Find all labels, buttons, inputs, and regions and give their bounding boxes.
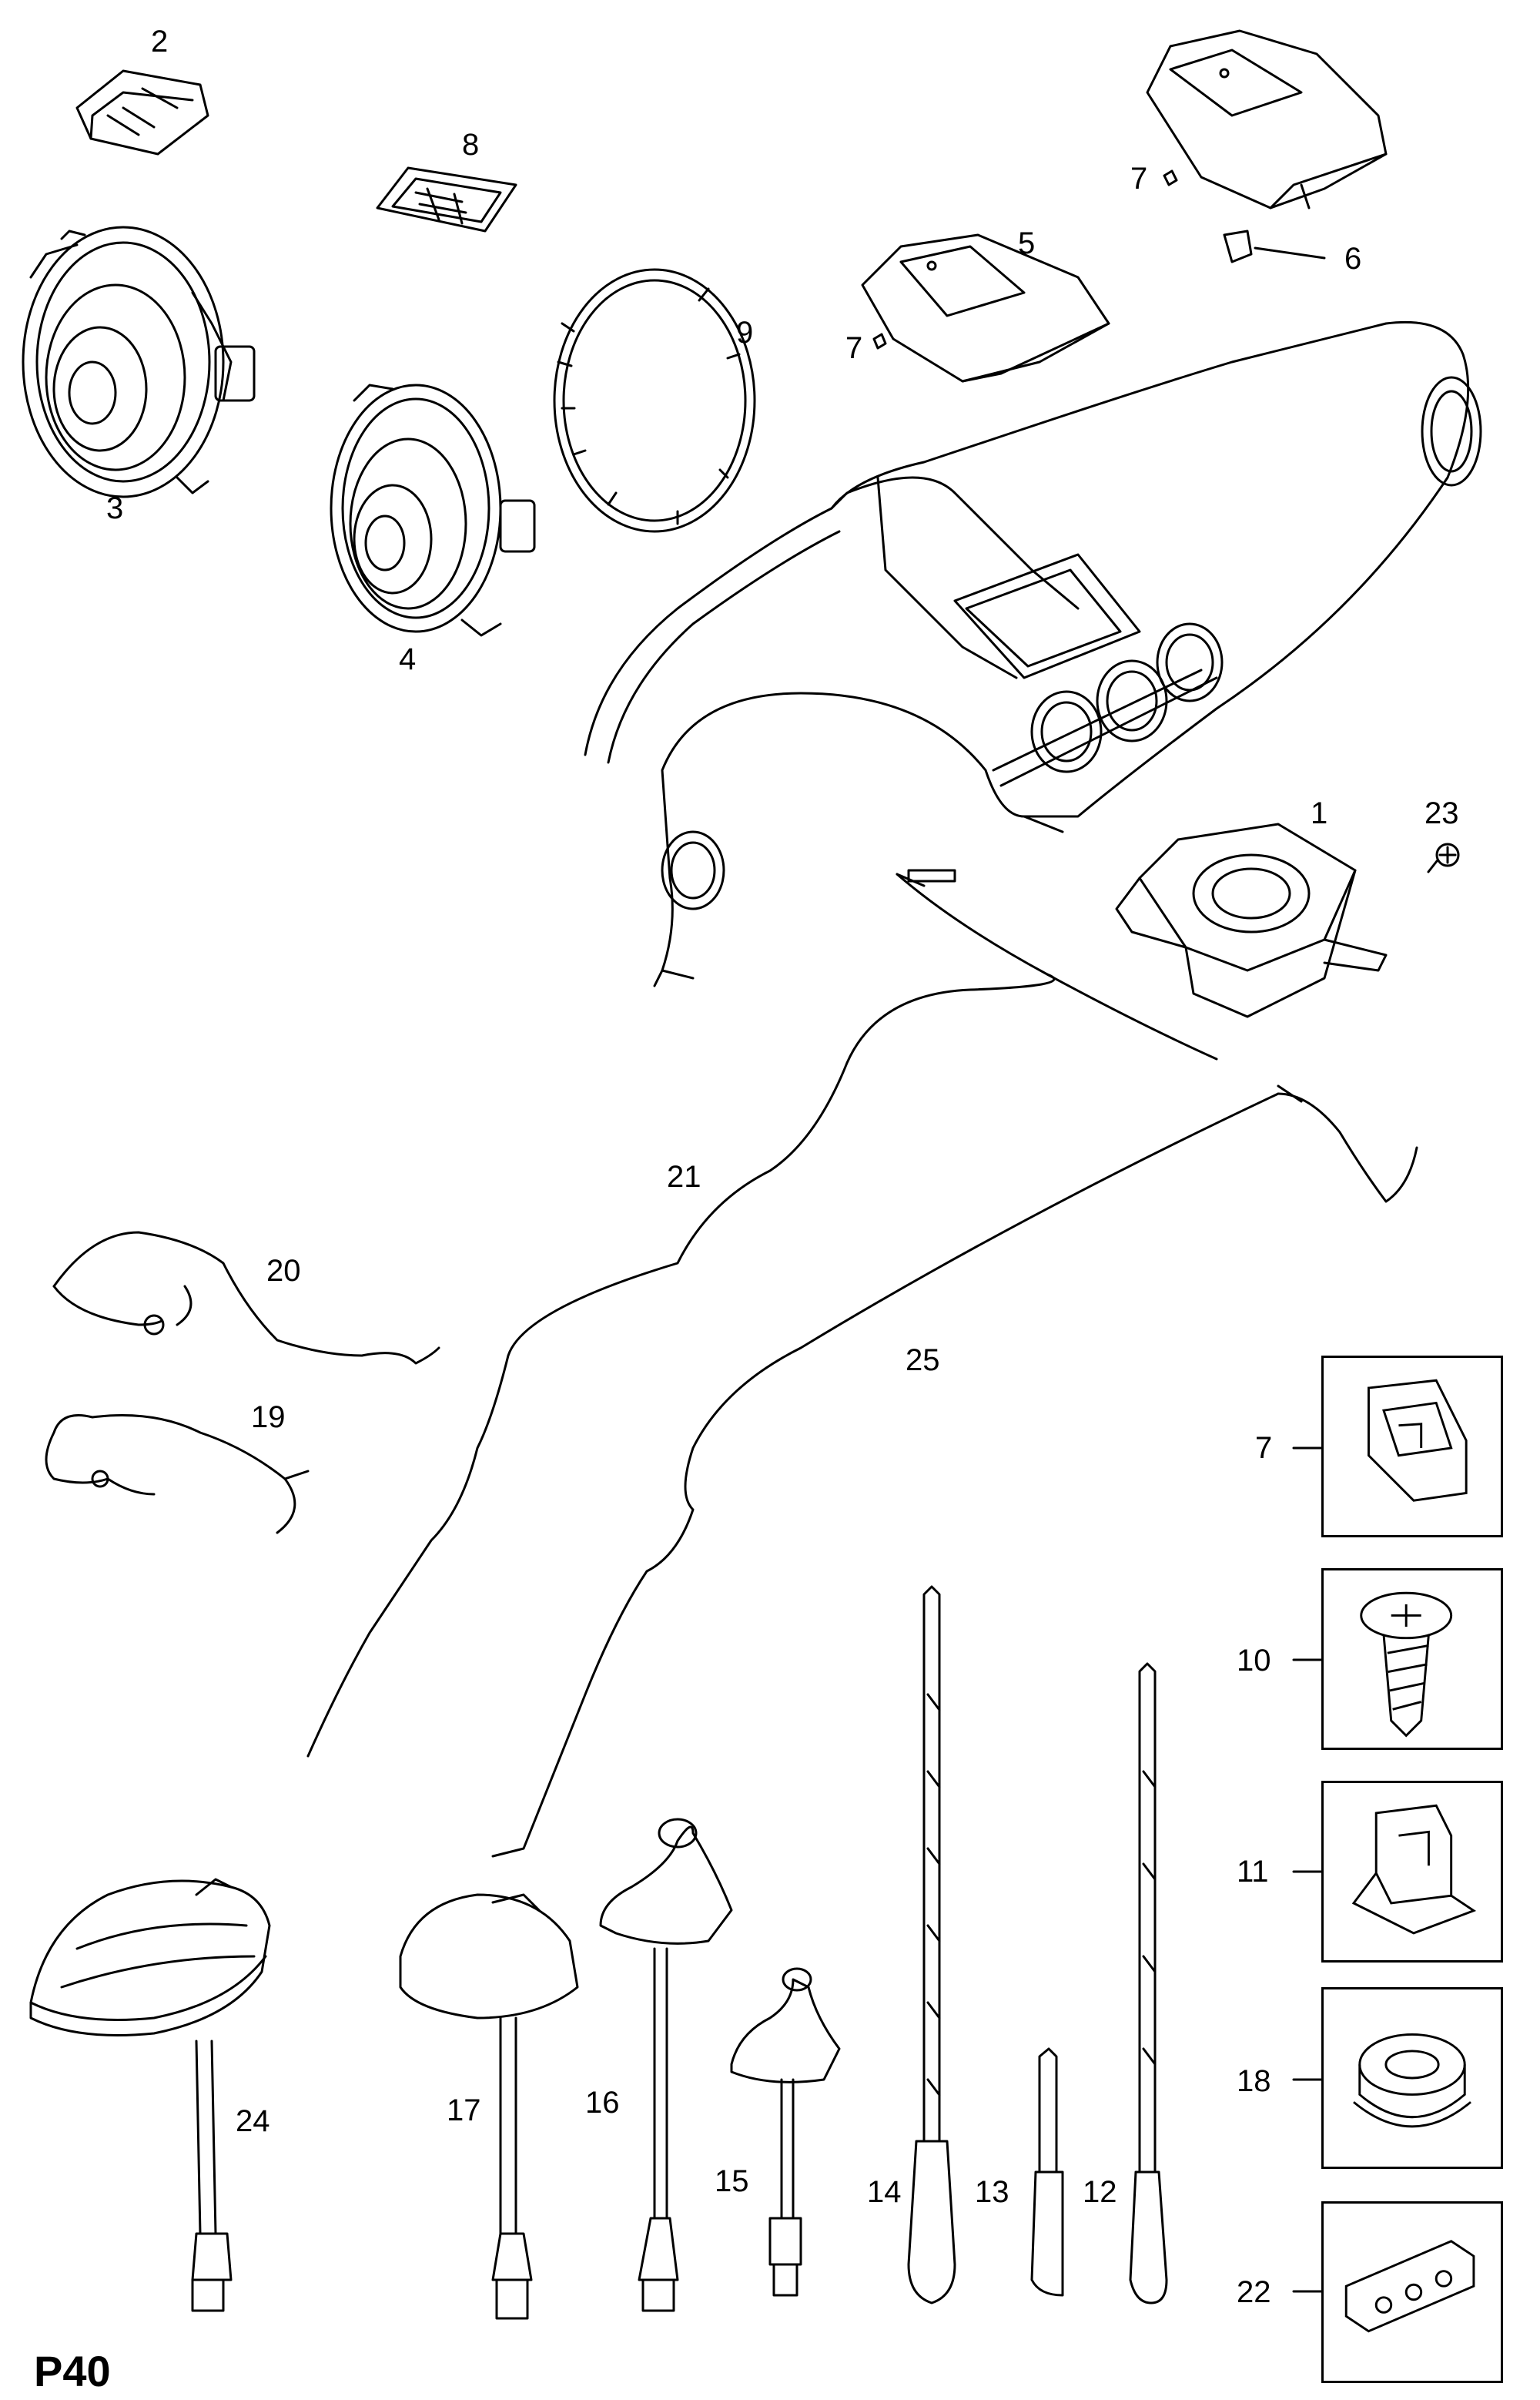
diagram-code: P40 — [34, 2347, 111, 2395]
part-8-plate — [376, 166, 517, 233]
callout-7c: 7 — [1255, 1431, 1273, 1465]
part-23-screw — [1427, 843, 1460, 873]
part-13-mast — [1030, 2047, 1064, 2297]
part-4-speaker — [330, 384, 536, 637]
part-16-antenna-base — [599, 1818, 733, 2312]
callout-20: 20 — [266, 1254, 301, 1288]
part-15-antenna-base — [730, 1967, 841, 2297]
callout-19: 19 — [251, 1400, 286, 1434]
part-7-clips — [872, 169, 1178, 350]
part-17-antenna-base — [399, 1893, 579, 2320]
detail-box-11 — [1321, 1781, 1503, 1963]
callout-17: 17 — [447, 2093, 481, 2127]
callout-1: 1 — [1311, 796, 1328, 830]
callout-10: 10 — [1237, 1644, 1271, 1678]
detail-box-18 — [1321, 1987, 1503, 2169]
detail-box-7 — [1321, 1356, 1503, 1537]
callout-11: 11 — [1237, 1855, 1269, 1889]
callout-25: 25 — [906, 1343, 940, 1377]
part-12-mast — [1129, 1662, 1168, 2304]
callout-7b: 7 — [845, 331, 863, 365]
part-6-panel — [1146, 29, 1388, 263]
callout-7a: 7 — [1130, 162, 1148, 196]
screw-icon — [1360, 1591, 1453, 1738]
part-1-speaker-housing — [1115, 823, 1388, 1018]
part-3-speaker — [22, 226, 256, 498]
callout-21: 21 — [667, 1160, 701, 1194]
part-2-bracket — [75, 69, 209, 156]
callout-13: 13 — [975, 2175, 1009, 2209]
part-14-mast — [907, 1585, 956, 2304]
callout-4: 4 — [399, 642, 417, 676]
callout-2: 2 — [151, 25, 169, 59]
callout-22: 22 — [1237, 2275, 1271, 2309]
bracket-icon — [1344, 2240, 1475, 2333]
part-9-ring — [553, 268, 756, 533]
callout-5: 5 — [1018, 226, 1036, 260]
dashboard — [584, 320, 1482, 987]
nut-clip-icon — [1351, 1804, 1477, 1935]
clip-icon — [1368, 1379, 1468, 1502]
nut-icon — [1353, 2033, 1471, 2128]
callout-6: 6 — [1344, 242, 1362, 276]
callout-18: 18 — [1237, 2064, 1271, 2098]
callout-23: 23 — [1424, 796, 1459, 830]
harness-20 — [52, 1231, 440, 1365]
callout-24: 24 — [236, 2104, 270, 2138]
cable-21 — [306, 873, 1056, 1758]
part-5-panel — [861, 233, 1110, 383]
callout-15: 15 — [715, 2164, 749, 2198]
callout-14: 14 — [867, 2175, 902, 2209]
part-24-shark-antenna — [29, 1878, 271, 2312]
callout-3: 3 — [106, 491, 124, 525]
callout-16: 16 — [585, 2086, 620, 2120]
callout-12: 12 — [1083, 2175, 1117, 2209]
callout-8: 8 — [462, 128, 480, 162]
detail-box-22 — [1321, 2201, 1503, 2383]
callout-9: 9 — [736, 316, 754, 350]
harness-19 — [45, 1414, 310, 1534]
leader-lines — [1292, 1446, 1323, 2293]
cable-25 — [491, 1092, 1280, 1858]
detail-box-10 — [1321, 1568, 1503, 1750]
